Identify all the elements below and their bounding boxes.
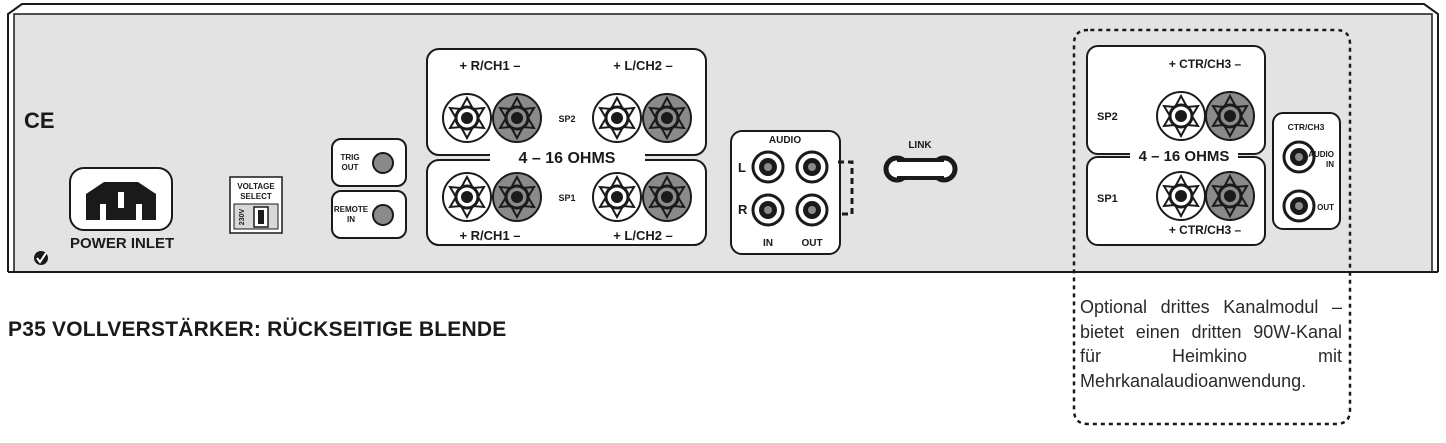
sp2-label: SP2 <box>558 114 575 124</box>
audio-in-l-jack[interactable] <box>751 150 785 184</box>
speaker-post-sp2-l-minus[interactable] <box>641 92 693 144</box>
module-note: Optional drittes Kanalmodul – bietet ein… <box>1080 297 1342 391</box>
remote-in-label: REMOTE <box>334 205 369 214</box>
rear-panel-diagram: CE POWER INLET VOLTAGE SELECT 230V TRIG … <box>7 3 1439 273</box>
impedance-label: 4 – 16 OHMS <box>519 150 616 167</box>
trig-out-label: OUT <box>342 163 359 172</box>
speaker-post-sp2-l-plus[interactable] <box>591 92 643 144</box>
audio-io-box <box>730 130 841 255</box>
module-sp1-label: SP1 <box>1097 193 1118 205</box>
module-post-sp2-plus[interactable] <box>1155 90 1207 142</box>
right-channel-label: + R/CH1 – <box>459 58 520 73</box>
audio-in-label: IN <box>763 238 773 249</box>
module-ctr-label: + CTR/CH3 – <box>1169 223 1242 237</box>
trig-out-box <box>331 138 407 187</box>
audio-l-label: L <box>738 160 746 175</box>
voltage-select-label: VOLTAGE <box>237 182 275 191</box>
module-ctr-title: CTR/CH3 <box>1288 122 1325 132</box>
remote-in-box <box>331 190 407 239</box>
remote-in-label: IN <box>347 215 355 224</box>
voltage-select-label: SELECT <box>240 192 272 201</box>
audio-out-label: OUT <box>801 238 822 249</box>
audio-title: AUDIO <box>769 135 801 146</box>
power-inlet-label: POWER INLET <box>70 235 174 252</box>
module-post-sp1-minus[interactable] <box>1204 170 1256 222</box>
sp1-label: SP1 <box>558 193 575 203</box>
module-post-sp2-minus[interactable] <box>1204 90 1256 142</box>
link-connector[interactable] <box>883 155 958 183</box>
module-audio-in-label: IN <box>1326 160 1334 169</box>
module-ctr-label: + CTR/CH3 – <box>1169 57 1242 71</box>
speaker-post-sp1-l-minus[interactable] <box>641 171 693 223</box>
link-label: LINK <box>908 140 932 151</box>
speaker-post-sp1-l-plus[interactable] <box>591 171 643 223</box>
module-post-sp1-plus[interactable] <box>1155 170 1207 222</box>
audio-out-r-jack[interactable] <box>795 193 829 227</box>
right-channel-label: + R/CH1 – <box>459 228 520 243</box>
module-sp2-label: SP2 <box>1097 111 1118 123</box>
module-impedance-label: 4 – 16 OHMS <box>1139 148 1230 165</box>
audio-link-bracket <box>838 160 854 216</box>
trig-out-jack[interactable] <box>372 152 394 174</box>
audio-r-label: R <box>738 202 748 217</box>
speaker-post-sp1-r-minus[interactable] <box>491 171 543 223</box>
voltage-value: 230V <box>239 209 246 226</box>
figure-caption: P35 VOLLVERSTÄRKER: RÜCKSEITIGE BLENDE <box>8 318 507 341</box>
left-channel-label: + L/CH2 – <box>613 228 673 243</box>
module-out-jack[interactable] <box>1282 189 1316 223</box>
speaker-post-sp1-r-plus[interactable] <box>441 171 493 223</box>
trig-out-label: TRIG <box>340 153 359 162</box>
left-channel-label: + L/CH2 – <box>613 58 673 73</box>
module-out-label: OUT <box>1317 203 1334 212</box>
ce-mark: CE <box>24 108 55 133</box>
audio-in-r-jack[interactable] <box>751 193 785 227</box>
module-audio-in-label: AUDIO <box>1308 150 1334 159</box>
audio-out-l-jack[interactable] <box>795 150 829 184</box>
remote-in-jack[interactable] <box>372 204 394 226</box>
speaker-post-sp2-r-minus[interactable] <box>491 92 543 144</box>
speaker-post-sp2-r-plus[interactable] <box>441 92 493 144</box>
